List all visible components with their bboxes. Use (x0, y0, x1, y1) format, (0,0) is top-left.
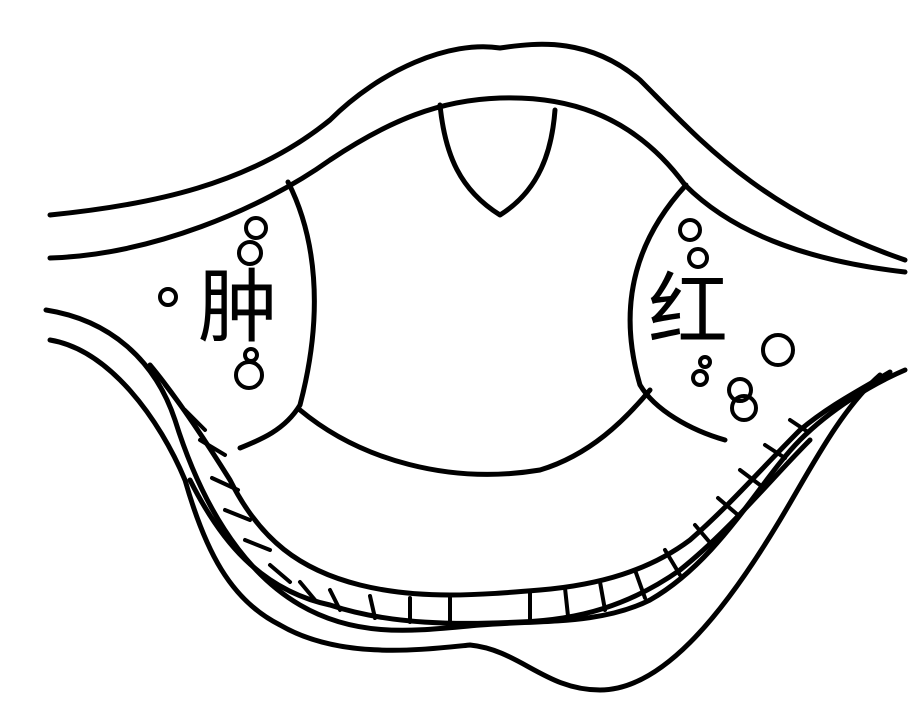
spot (693, 371, 707, 385)
lower-teeth-inner-edge (150, 365, 890, 595)
spot (680, 220, 700, 240)
left-character-label: 肿 (198, 261, 278, 354)
tooth (245, 540, 270, 550)
spot (763, 335, 793, 365)
uvula (440, 105, 555, 215)
spot (700, 357, 710, 367)
teeth-group (165, 385, 808, 622)
tooth (565, 588, 568, 616)
upper-lip-outer-line (50, 44, 905, 260)
upper-lip-inner-line (50, 98, 905, 272)
tooth (600, 582, 605, 610)
tongue-arc (300, 390, 650, 474)
right-character-label: 红 (648, 264, 728, 357)
spot (236, 362, 262, 388)
spot (246, 218, 266, 238)
spot (160, 289, 176, 305)
lower-lip-middle-line (46, 310, 905, 630)
